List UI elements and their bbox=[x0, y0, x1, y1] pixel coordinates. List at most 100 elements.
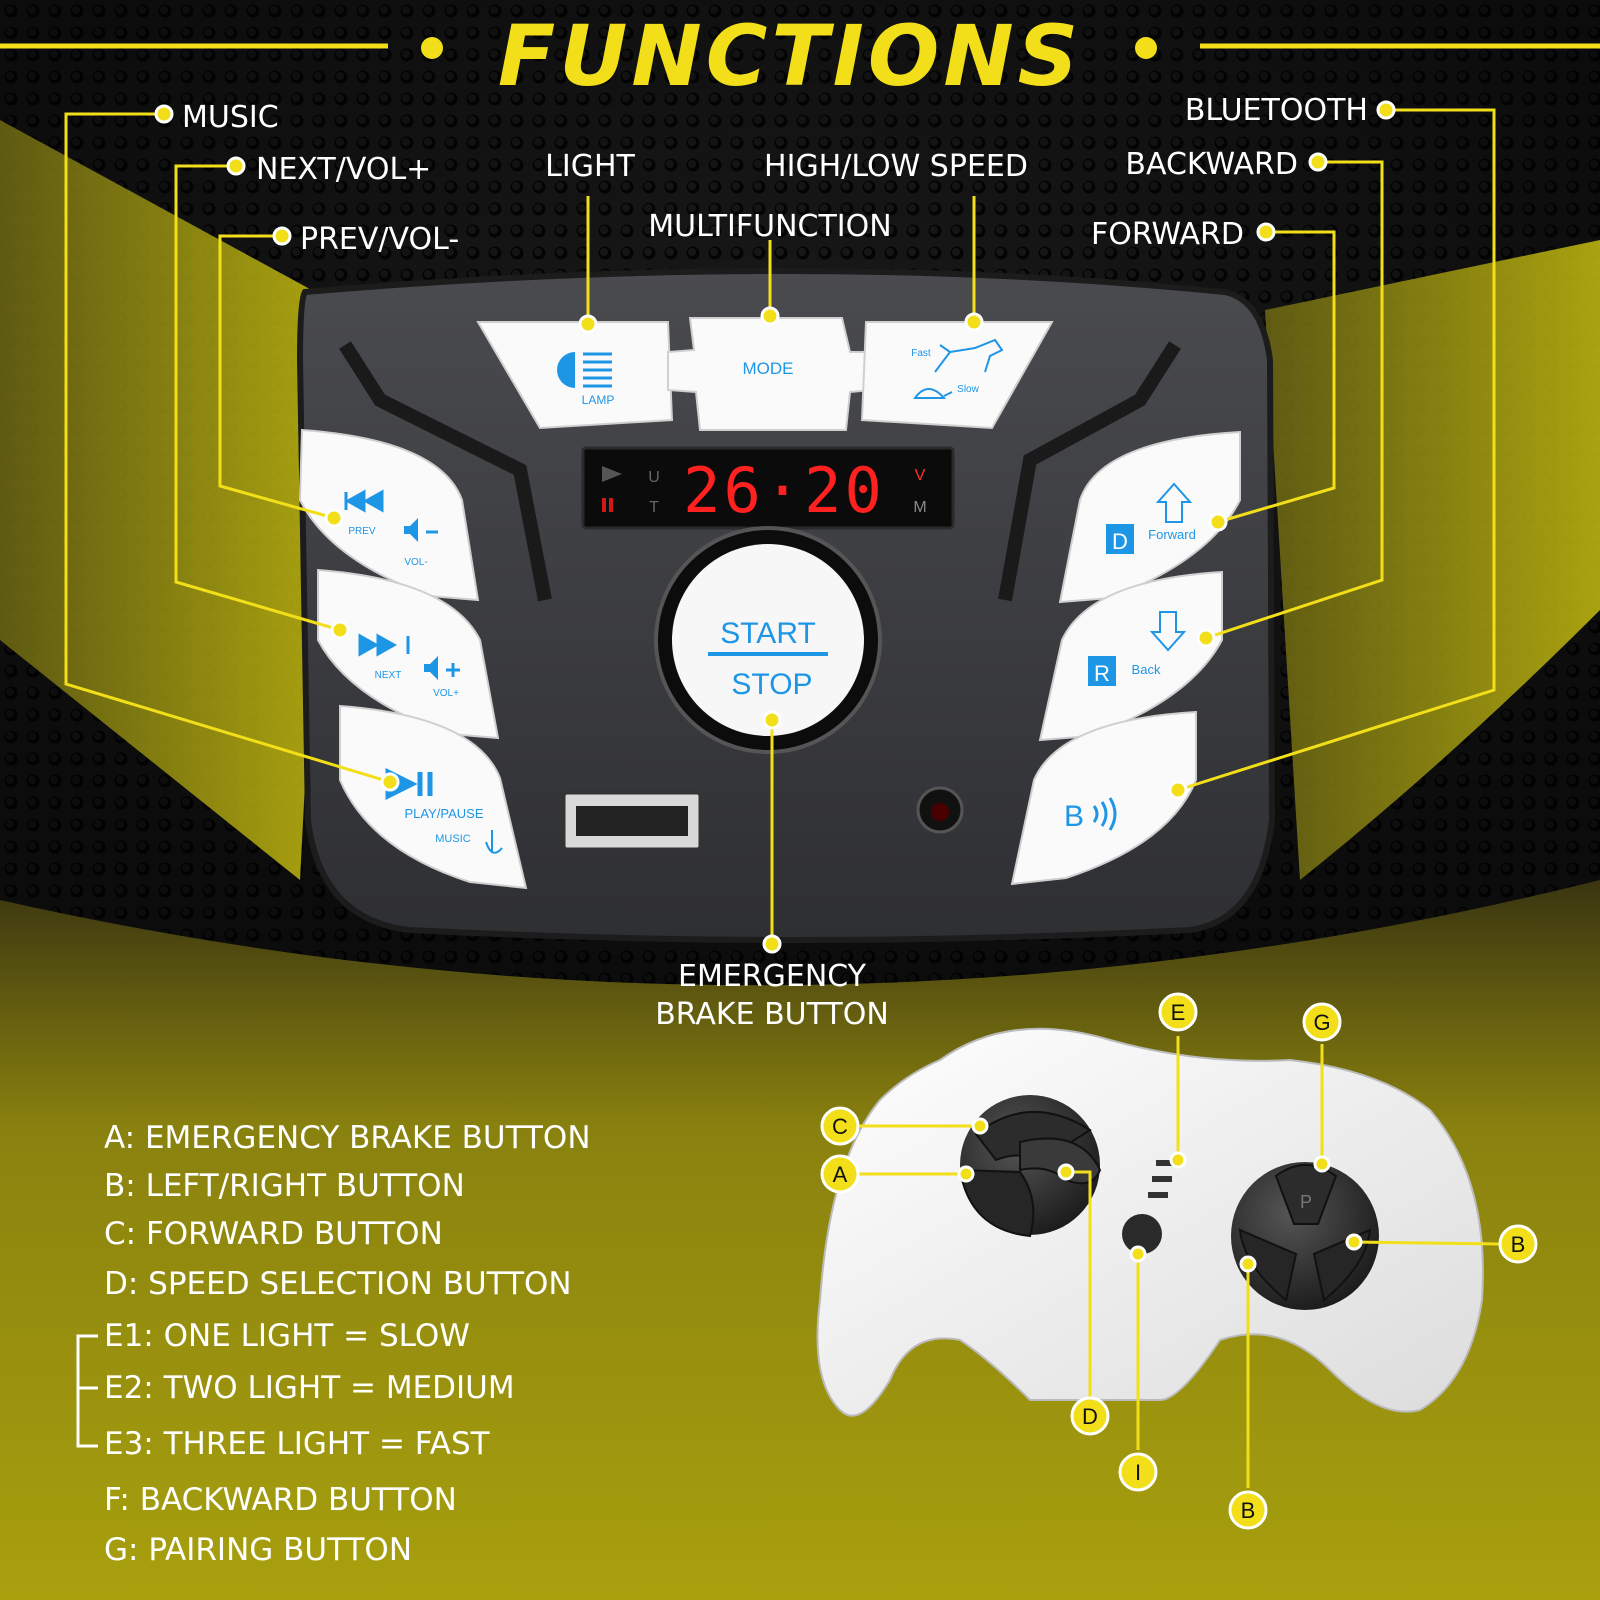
play-pause-button[interactable] bbox=[339, 704, 528, 890]
prev-button[interactable] bbox=[298, 428, 480, 602]
legend-d: D: SPEED SELECTION BUTTON bbox=[104, 1266, 572, 1302]
vol-up-icon bbox=[424, 656, 438, 680]
marker-b-bottom-label: B bbox=[1241, 1498, 1256, 1523]
power-button[interactable] bbox=[1122, 1214, 1162, 1254]
play-pause-label: PLAY/PAUSE bbox=[405, 806, 484, 821]
start-label: START bbox=[720, 617, 816, 650]
legend-e1: E1: ONE LIGHT = SLOW bbox=[104, 1318, 470, 1354]
marker-g bbox=[1302, 1002, 1342, 1042]
speed-light-1 bbox=[1156, 1160, 1176, 1166]
forward-letter-box bbox=[1106, 524, 1134, 554]
display-v: V bbox=[915, 467, 926, 484]
marker-c bbox=[820, 1106, 860, 1146]
prev-label: PREV bbox=[348, 526, 376, 537]
stop-label: STOP bbox=[731, 668, 812, 701]
marker-b-right-label: B bbox=[1511, 1232, 1526, 1257]
callout-emergency-line2: BRAKE BUTTON bbox=[655, 997, 889, 1032]
touch-icon bbox=[485, 830, 503, 854]
marker-i-label: I bbox=[1135, 1460, 1141, 1485]
aux-port-hole bbox=[931, 803, 949, 821]
marker-d bbox=[1070, 1396, 1110, 1436]
marker-a bbox=[820, 1154, 860, 1194]
callout-high-low-speed: HIGH/LOW SPEED bbox=[764, 149, 1028, 184]
callout-prev-vol-down: PREV/VOL- bbox=[300, 222, 459, 257]
marker-e bbox=[1158, 992, 1198, 1032]
vol-down-label: VOL- bbox=[404, 557, 427, 568]
title-dot-left bbox=[421, 37, 443, 59]
pause-indicator-right bbox=[609, 498, 613, 512]
callout-bluetooth: BLUETOOTH bbox=[1185, 93, 1368, 128]
speed-light-2 bbox=[1152, 1176, 1172, 1182]
bluetooth-waves-icon bbox=[1092, 797, 1117, 831]
speed-button[interactable] bbox=[860, 321, 1054, 430]
horse-icon bbox=[934, 338, 1004, 373]
callout-light: LIGHT bbox=[545, 149, 635, 184]
remote-callout-dots bbox=[957, 1117, 1363, 1273]
callout-next-vol-up: NEXT/VOL+ bbox=[256, 152, 431, 187]
callout-lines bbox=[64, 108, 1496, 944]
display-reading: 26·20 bbox=[683, 454, 885, 527]
left-button-b[interactable] bbox=[1238, 1228, 1298, 1302]
page-title: FUNCTIONS bbox=[498, 7, 1082, 105]
turtle-icon bbox=[913, 388, 953, 399]
marker-g-label: G bbox=[1313, 1010, 1330, 1035]
forward-label: Forward bbox=[1148, 527, 1196, 542]
slow-label: Slow bbox=[957, 384, 979, 395]
legend-e-bracket bbox=[76, 1334, 98, 1448]
vol-down-icon bbox=[404, 518, 418, 542]
marker-e-label: E bbox=[1171, 1000, 1186, 1025]
pause-indicator-left bbox=[602, 498, 606, 512]
legend-b: B: LEFT/RIGHT BUTTON bbox=[104, 1168, 465, 1204]
title-dot-right bbox=[1135, 37, 1157, 59]
legend-e3: E3: THREE LIGHT = FAST bbox=[104, 1426, 490, 1462]
play-indicator-icon bbox=[602, 466, 622, 482]
yellow-wing-right bbox=[1265, 240, 1600, 880]
mode-button[interactable] bbox=[667, 317, 873, 431]
callout-forward: FORWARD bbox=[1091, 217, 1244, 252]
mode-label: MODE bbox=[743, 359, 794, 378]
marker-b-right bbox=[1498, 1224, 1538, 1264]
back-letter: R bbox=[1094, 661, 1110, 686]
forward-letter: D bbox=[1112, 529, 1128, 554]
remote-markers bbox=[820, 992, 1538, 1530]
music-label: MUSIC bbox=[435, 833, 471, 845]
marker-d-label: D bbox=[1082, 1404, 1098, 1429]
emergency-brake-button-a[interactable] bbox=[958, 1168, 1035, 1238]
display-t: T bbox=[649, 499, 659, 516]
down-arrow-icon bbox=[1149, 611, 1187, 652]
callout-music: MUSIC bbox=[182, 100, 279, 135]
lamp-label: LAMP bbox=[582, 393, 615, 407]
marker-b-bottom bbox=[1228, 1490, 1268, 1530]
pairing-button-letter: P bbox=[1300, 1192, 1312, 1212]
legend-e2: E2: TWO LIGHT = MEDIUM bbox=[104, 1370, 515, 1406]
marker-c-label: C bbox=[832, 1114, 848, 1139]
bluetooth-letter: B bbox=[1064, 800, 1084, 833]
legend-f: F: BACKWARD BUTTON bbox=[104, 1482, 457, 1518]
back-letter-box bbox=[1088, 656, 1116, 686]
callout-backward: BACKWARD bbox=[1125, 147, 1298, 182]
vol-up-label: VOL+ bbox=[433, 688, 459, 699]
marker-a-label: A bbox=[833, 1162, 848, 1187]
legend-g: G: PAIRING BUTTON bbox=[104, 1532, 413, 1568]
bluetooth-button[interactable] bbox=[1010, 710, 1197, 886]
callout-multifunction: MULTIFUNCTION bbox=[648, 209, 891, 244]
forward-button-c[interactable] bbox=[974, 1111, 1092, 1164]
prev-icon bbox=[344, 489, 384, 513]
callout-dots bbox=[154, 100, 1396, 954]
up-arrow-icon bbox=[1155, 482, 1193, 523]
display-u: U bbox=[648, 469, 660, 486]
panel-groove-right bbox=[998, 341, 1181, 602]
legend-c: C: FORWARD BUTTON bbox=[104, 1216, 443, 1252]
lamp-icon bbox=[557, 352, 575, 388]
marker-i bbox=[1118, 1452, 1158, 1492]
display-m: M bbox=[913, 499, 926, 516]
usb-port-slot bbox=[576, 806, 688, 836]
callout-emergency-line1: EMERGENCY bbox=[678, 959, 867, 994]
back-label: Back bbox=[1132, 662, 1161, 677]
speed-light-3 bbox=[1148, 1192, 1168, 1198]
next-icon bbox=[358, 633, 410, 657]
legend-a: A: EMERGENCY BRAKE BUTTON bbox=[104, 1120, 591, 1156]
start-stop-button[interactable] bbox=[672, 544, 864, 736]
fast-label: Fast bbox=[911, 348, 931, 359]
